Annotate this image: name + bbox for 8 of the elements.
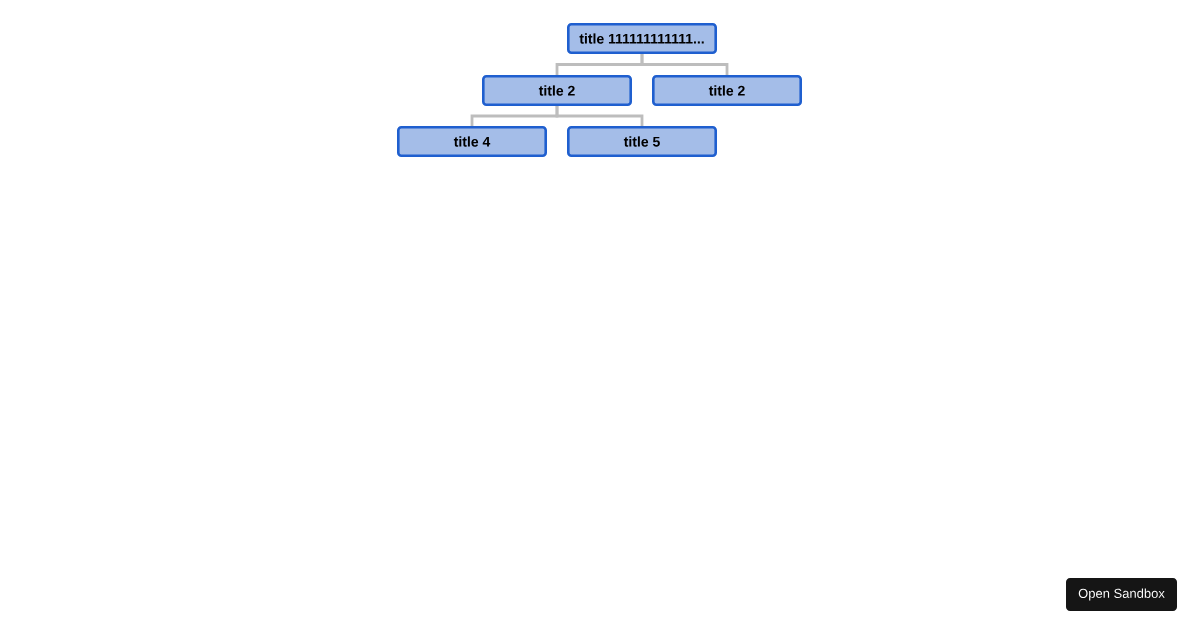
node-box: title 5 <box>567 126 717 157</box>
connector-line <box>640 54 729 75</box>
node-box: title 111111111111... <box>567 23 717 54</box>
node-box: title 4 <box>397 126 547 157</box>
connector-line <box>555 106 644 126</box>
node-box: title 2 <box>652 75 802 106</box>
button: Open Sandbox <box>1066 578 1177 611</box>
node-box: title 2 <box>482 75 632 106</box>
